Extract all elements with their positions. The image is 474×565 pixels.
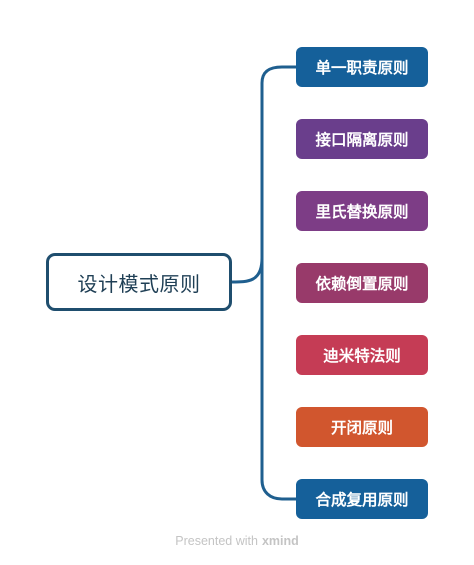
subtopic-law-of-demeter[interactable]: 迪米特法则 (296, 335, 428, 375)
subtopic-label: 合成复用原则 (315, 491, 409, 509)
subtopic-label: 里氏替换原则 (315, 203, 409, 221)
subtopic-label: 开闭原则 (330, 419, 393, 437)
subtopic-label: 依赖倒置原则 (315, 275, 409, 293)
subtopic-open-closed[interactable]: 开闭原则 (296, 407, 428, 447)
subtopic-label: 接口隔离原则 (315, 131, 409, 149)
subtopic-label: 单一职责原则 (315, 59, 409, 77)
subtopic-dependency-inversion[interactable]: 依赖倒置原则 (296, 263, 428, 303)
subtopic-single-responsibility[interactable]: 单一职责原则 (296, 47, 428, 87)
subtopic-liskov-substitution[interactable]: 里氏替换原则 (296, 191, 428, 231)
root-topic-label: 设计模式原则 (77, 271, 201, 296)
subtopic-composite-reuse[interactable]: 合成复用原则 (296, 479, 428, 519)
subtopic-label: 迪米特法则 (323, 347, 401, 365)
presented-with-text: Presented with (175, 534, 258, 548)
xmind-brand: xmind (261, 534, 299, 548)
root-topic[interactable]: 设计模式原则 (46, 253, 232, 311)
subtopic-interface-segregation[interactable]: 接口隔离原则 (296, 119, 428, 159)
